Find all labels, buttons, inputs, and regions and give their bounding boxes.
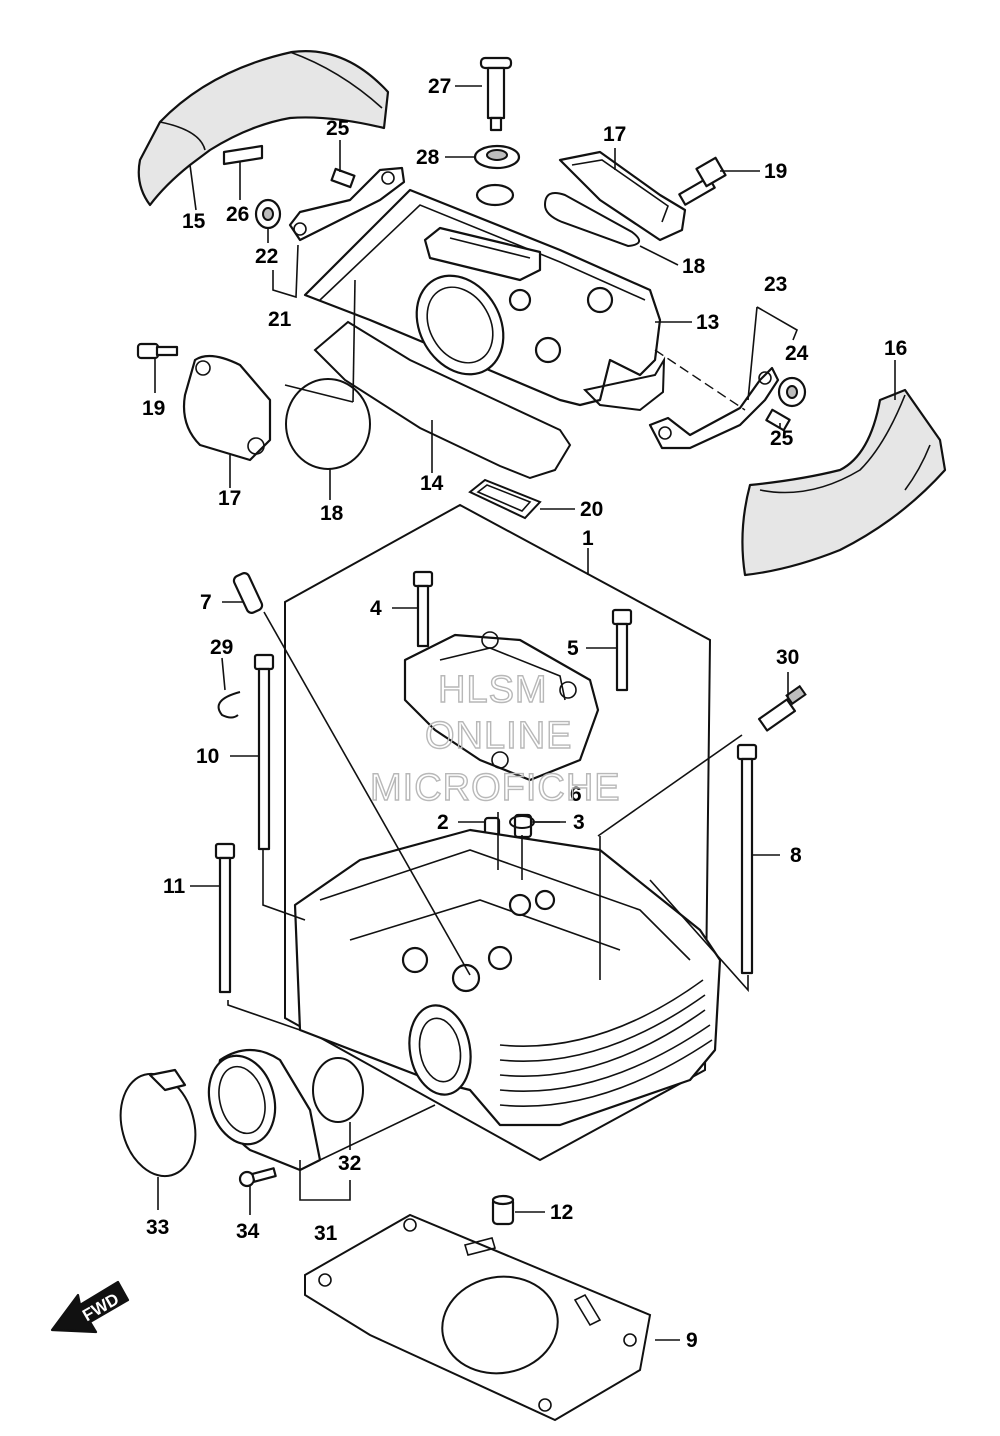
part-5-bolt <box>611 608 633 692</box>
callout-14: 14 <box>420 472 444 495</box>
callout-17-upper: 17 <box>603 123 626 146</box>
part-11-bolt <box>214 842 236 994</box>
part-8-bolt <box>736 743 758 975</box>
callout-10: 10 <box>196 745 219 768</box>
callout-18-lower: 18 <box>320 502 344 525</box>
part-14-head-cover-gasket <box>313 320 666 480</box>
connection-lines <box>227 279 749 1161</box>
callout-9: 9 <box>686 1329 698 1352</box>
callout-4: 4 <box>370 597 382 620</box>
callout-21: 21 <box>268 308 292 331</box>
callout-19-lower: 19 <box>142 397 165 420</box>
camshaft-holder <box>403 631 600 782</box>
callout-25-upper: 25 <box>326 117 350 140</box>
callout-5: 5 <box>567 637 579 660</box>
part-4-bolt <box>412 570 434 648</box>
part-30-spark-plug <box>757 684 807 732</box>
part-16-head-cover-right <box>741 388 947 577</box>
part-23-bracket-right <box>648 366 780 450</box>
part-13-cylinder-head-cover <box>303 183 662 407</box>
callout-12: 12 <box>550 1201 573 1224</box>
part-7-stud <box>232 572 264 614</box>
callout-25-lower: 25 <box>770 427 794 450</box>
part-20-gasket-small <box>468 478 542 520</box>
callout-29: 29 <box>210 636 233 659</box>
callout-24: 24 <box>785 342 809 365</box>
part-24-grommet-right <box>777 376 807 408</box>
callout-6: 6 <box>570 783 582 806</box>
part-18-gasket-lower <box>285 378 371 470</box>
callout-19-upper: 19 <box>764 160 787 183</box>
callout-18-upper: 18 <box>682 255 706 278</box>
callout-28: 28 <box>416 146 440 169</box>
fwd-direction-arrow: FWD <box>50 1280 130 1334</box>
callout-23: 23 <box>764 273 787 296</box>
part-15-head-cover-left <box>137 50 390 207</box>
callout-26: 26 <box>226 203 249 226</box>
callout-8: 8 <box>790 844 802 867</box>
callout-27: 27 <box>428 75 451 98</box>
callout-16: 16 <box>884 337 907 360</box>
watermark-line-3: MICROFICHE <box>370 767 621 809</box>
callout-1: 1 <box>582 527 594 550</box>
assembly-1-boundary <box>284 503 712 1162</box>
part-33-clamp <box>119 1068 197 1178</box>
callout-32: 32 <box>338 1152 361 1175</box>
callout-11: 11 <box>163 875 186 898</box>
part-10-bolt <box>253 653 275 851</box>
part-34-screw <box>238 1167 277 1188</box>
part-29-clip <box>217 691 241 719</box>
part-9-head-gasket <box>304 1213 652 1422</box>
part-19-bolt-lower <box>136 342 179 360</box>
callout-31: 31 <box>314 1222 338 1245</box>
part-31-intake-pipe <box>207 1049 322 1172</box>
callout-15: 15 <box>182 210 206 233</box>
part-18-gasket-upper <box>543 192 640 248</box>
part-21-bracket <box>288 166 406 242</box>
callout-2: 2 <box>437 811 449 834</box>
leader-lines <box>154 85 896 1341</box>
watermark-line-1: HLSM <box>438 669 548 711</box>
part-27-bolt <box>479 56 513 132</box>
callout-22: 22 <box>255 245 278 268</box>
part-26-pad <box>222 144 264 166</box>
callout-34: 34 <box>236 1220 260 1243</box>
part-32-o-ring <box>312 1057 364 1123</box>
callout-30: 30 <box>776 646 799 669</box>
callout-17-lower: 17 <box>218 487 241 510</box>
watermark-line-2: ONLINE <box>425 715 572 757</box>
callout-33: 33 <box>146 1216 169 1239</box>
part-25-bolt-upper <box>330 167 356 189</box>
part-19-bolt-upper <box>678 156 727 206</box>
part-22-grommet <box>254 198 282 230</box>
callout-labels: 27 28 25 17 19 26 15 22 18 23 21 13 16 2… <box>142 75 907 1352</box>
part-17-cap-upper <box>558 150 687 242</box>
callout-7: 7 <box>200 591 212 614</box>
watermark: HLSM ONLINE MICROFICHE <box>369 668 621 809</box>
callout-20: 20 <box>580 498 603 521</box>
part-25-bolt-right <box>765 408 791 432</box>
part-28-washer <box>473 144 521 170</box>
part-12-dowel <box>491 1194 515 1226</box>
callout-13: 13 <box>696 311 719 334</box>
callout-3: 3 <box>573 811 585 834</box>
cylinder-head-body <box>293 828 722 1127</box>
part-17-cap-lower <box>182 354 272 462</box>
